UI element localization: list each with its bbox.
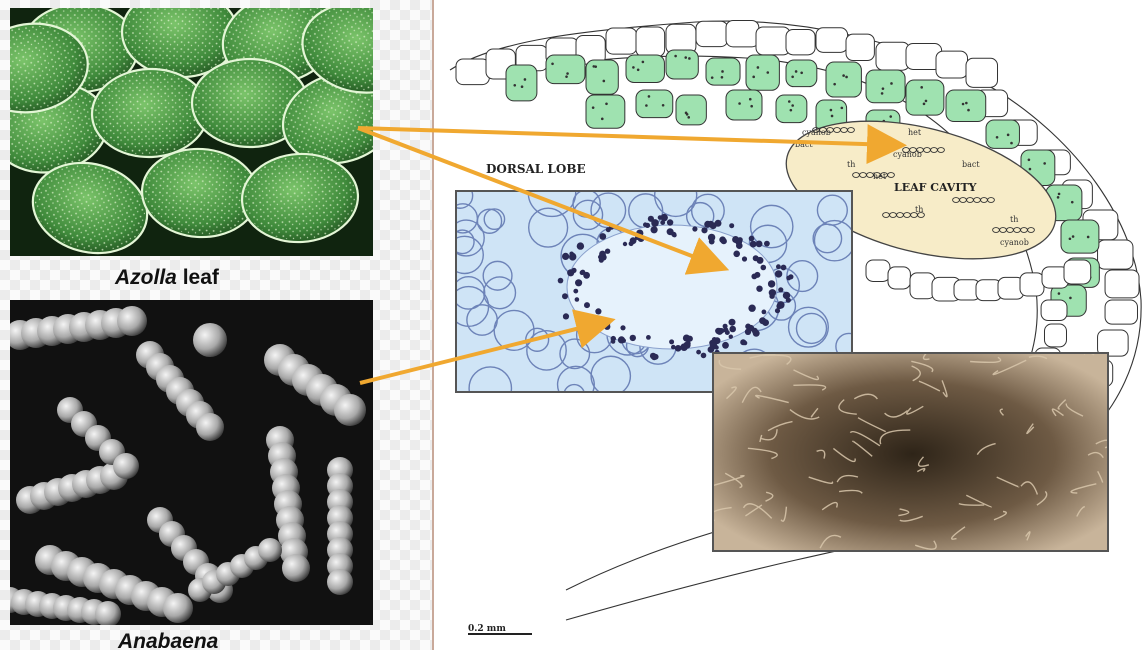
azolla-caption-italic: Azolla <box>115 266 177 289</box>
leaf-cavity-label: LEAF CAVITY <box>894 181 977 194</box>
cavity-annotation: bact <box>962 160 980 169</box>
cavity-annotation: th <box>1010 215 1018 224</box>
azolla-caption-rest: leaf <box>183 266 219 289</box>
cavity-annotation: het <box>908 128 921 137</box>
scale-bar-label: 0.2 mm <box>468 624 506 634</box>
cavity-annotation: th <box>915 205 923 214</box>
cavity-annotation: cyanob <box>1000 238 1029 247</box>
cavity-annotation: th <box>847 160 855 169</box>
sem-cavity-photo <box>712 352 1109 552</box>
cavity-annotation: cyanob <box>802 128 831 137</box>
azolla-caption: Azolla leaf <box>115 266 219 290</box>
panel-divider <box>432 0 434 650</box>
cavity-annotation: bact <box>795 140 813 149</box>
azolla-leaf-photo <box>10 8 373 256</box>
cavity-annotation: cyanob <box>893 150 922 159</box>
cavity-annotation: het <box>873 172 886 181</box>
dorsal-lobe-label: DORSAL LOBE <box>486 162 586 176</box>
anabaena-photo <box>10 300 373 625</box>
anabaena-caption: Anabaena <box>118 630 218 654</box>
